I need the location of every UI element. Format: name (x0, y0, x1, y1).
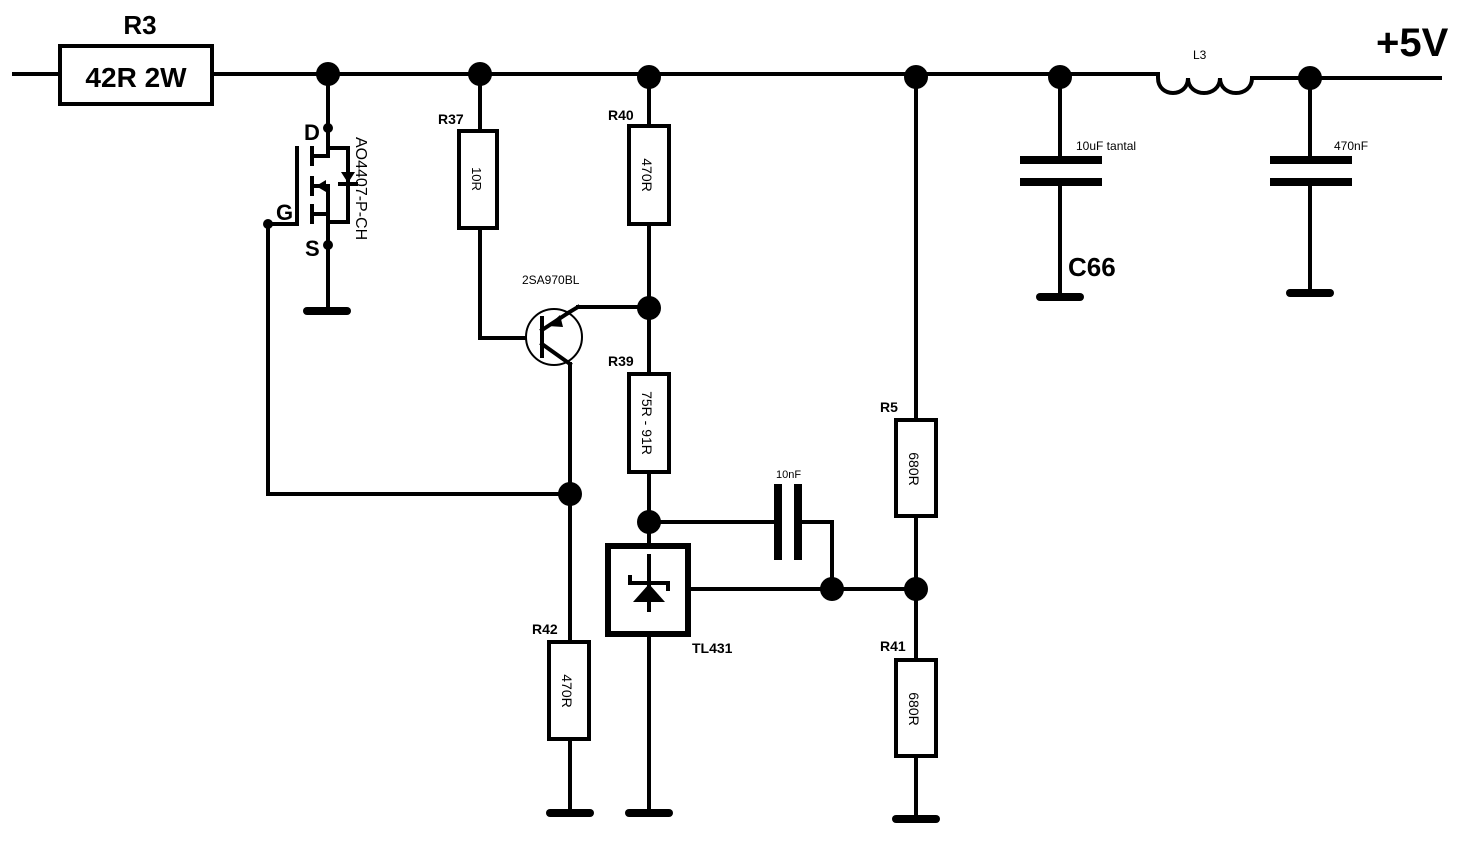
l3-ref: L3 (1193, 48, 1207, 62)
gate-feedback-wire (266, 222, 572, 496)
r3-value: 42R 2W (85, 62, 187, 93)
mosfet-source-label: S (305, 236, 320, 261)
r42-value: 470R (559, 674, 575, 707)
c-fb-value: 10nF (776, 469, 801, 481)
resistor-r40: R40 470R (608, 72, 671, 376)
c-out-value: 470nF (1334, 139, 1368, 153)
mosfet-ao4407: D G S AO4407-P-CH (263, 72, 369, 315)
r41-value: 680R (906, 692, 922, 725)
transistor-2sa970bl: 2SA970BL (522, 273, 651, 496)
junction-dot (1048, 65, 1072, 89)
tl431-part: TL431 (692, 640, 733, 656)
capacitor-470nf: 470nF (1270, 76, 1368, 297)
mosfet-gate-label: G (276, 200, 293, 225)
r3-ref: R3 (123, 10, 156, 40)
mosfet-drain-label: D (304, 120, 320, 145)
r5-value: 680R (906, 452, 922, 485)
r39-value: 75R - 91R (639, 391, 655, 455)
junction-dot (637, 510, 661, 534)
mosfet-part: AO4407-P-CH (352, 137, 369, 240)
c66-value: 10uF tantal (1076, 139, 1136, 153)
r40-ref: R40 (608, 107, 634, 123)
rail-label: +5V (1376, 21, 1449, 65)
resistor-r5: R5 680R (880, 72, 938, 662)
capacitor-c66: C66 10uF tantal (1020, 72, 1136, 301)
junction-dot (316, 62, 340, 86)
junction-dot (637, 296, 661, 320)
junction-dot (820, 577, 844, 601)
inductor-l3: L3 (1155, 48, 1255, 95)
junction-dot (904, 65, 928, 89)
junction-dot (637, 65, 661, 89)
c66-ref: C66 (1068, 252, 1116, 282)
resistor-r42: R42 470R (532, 492, 594, 817)
r37-value: 10R (469, 167, 484, 191)
resistor-r39: R39 75R - 91R (608, 353, 671, 548)
junction-dot (558, 482, 582, 506)
r42-ref: R42 (532, 621, 558, 637)
resistor-r3: R3 42R 2W (58, 10, 214, 106)
junction-dot (904, 577, 928, 601)
resistor-r37: R37 10R (438, 72, 544, 340)
transistor-part: 2SA970BL (522, 273, 580, 287)
r37-ref: R37 (438, 111, 464, 127)
r41-ref: R41 (880, 638, 906, 654)
r39-ref: R39 (608, 353, 634, 369)
shunt-regulator-tl431: TL431 (605, 543, 916, 817)
junction-dot (468, 62, 492, 86)
r5-ref: R5 (880, 399, 898, 415)
supply-rail (12, 72, 1442, 80)
junction-dots (316, 62, 1322, 601)
junction-dot (1298, 66, 1322, 90)
capacitor-10nf: 10nF (647, 469, 834, 590)
resistor-r41: R41 680R (880, 638, 940, 823)
r40-value: 470R (639, 158, 655, 191)
